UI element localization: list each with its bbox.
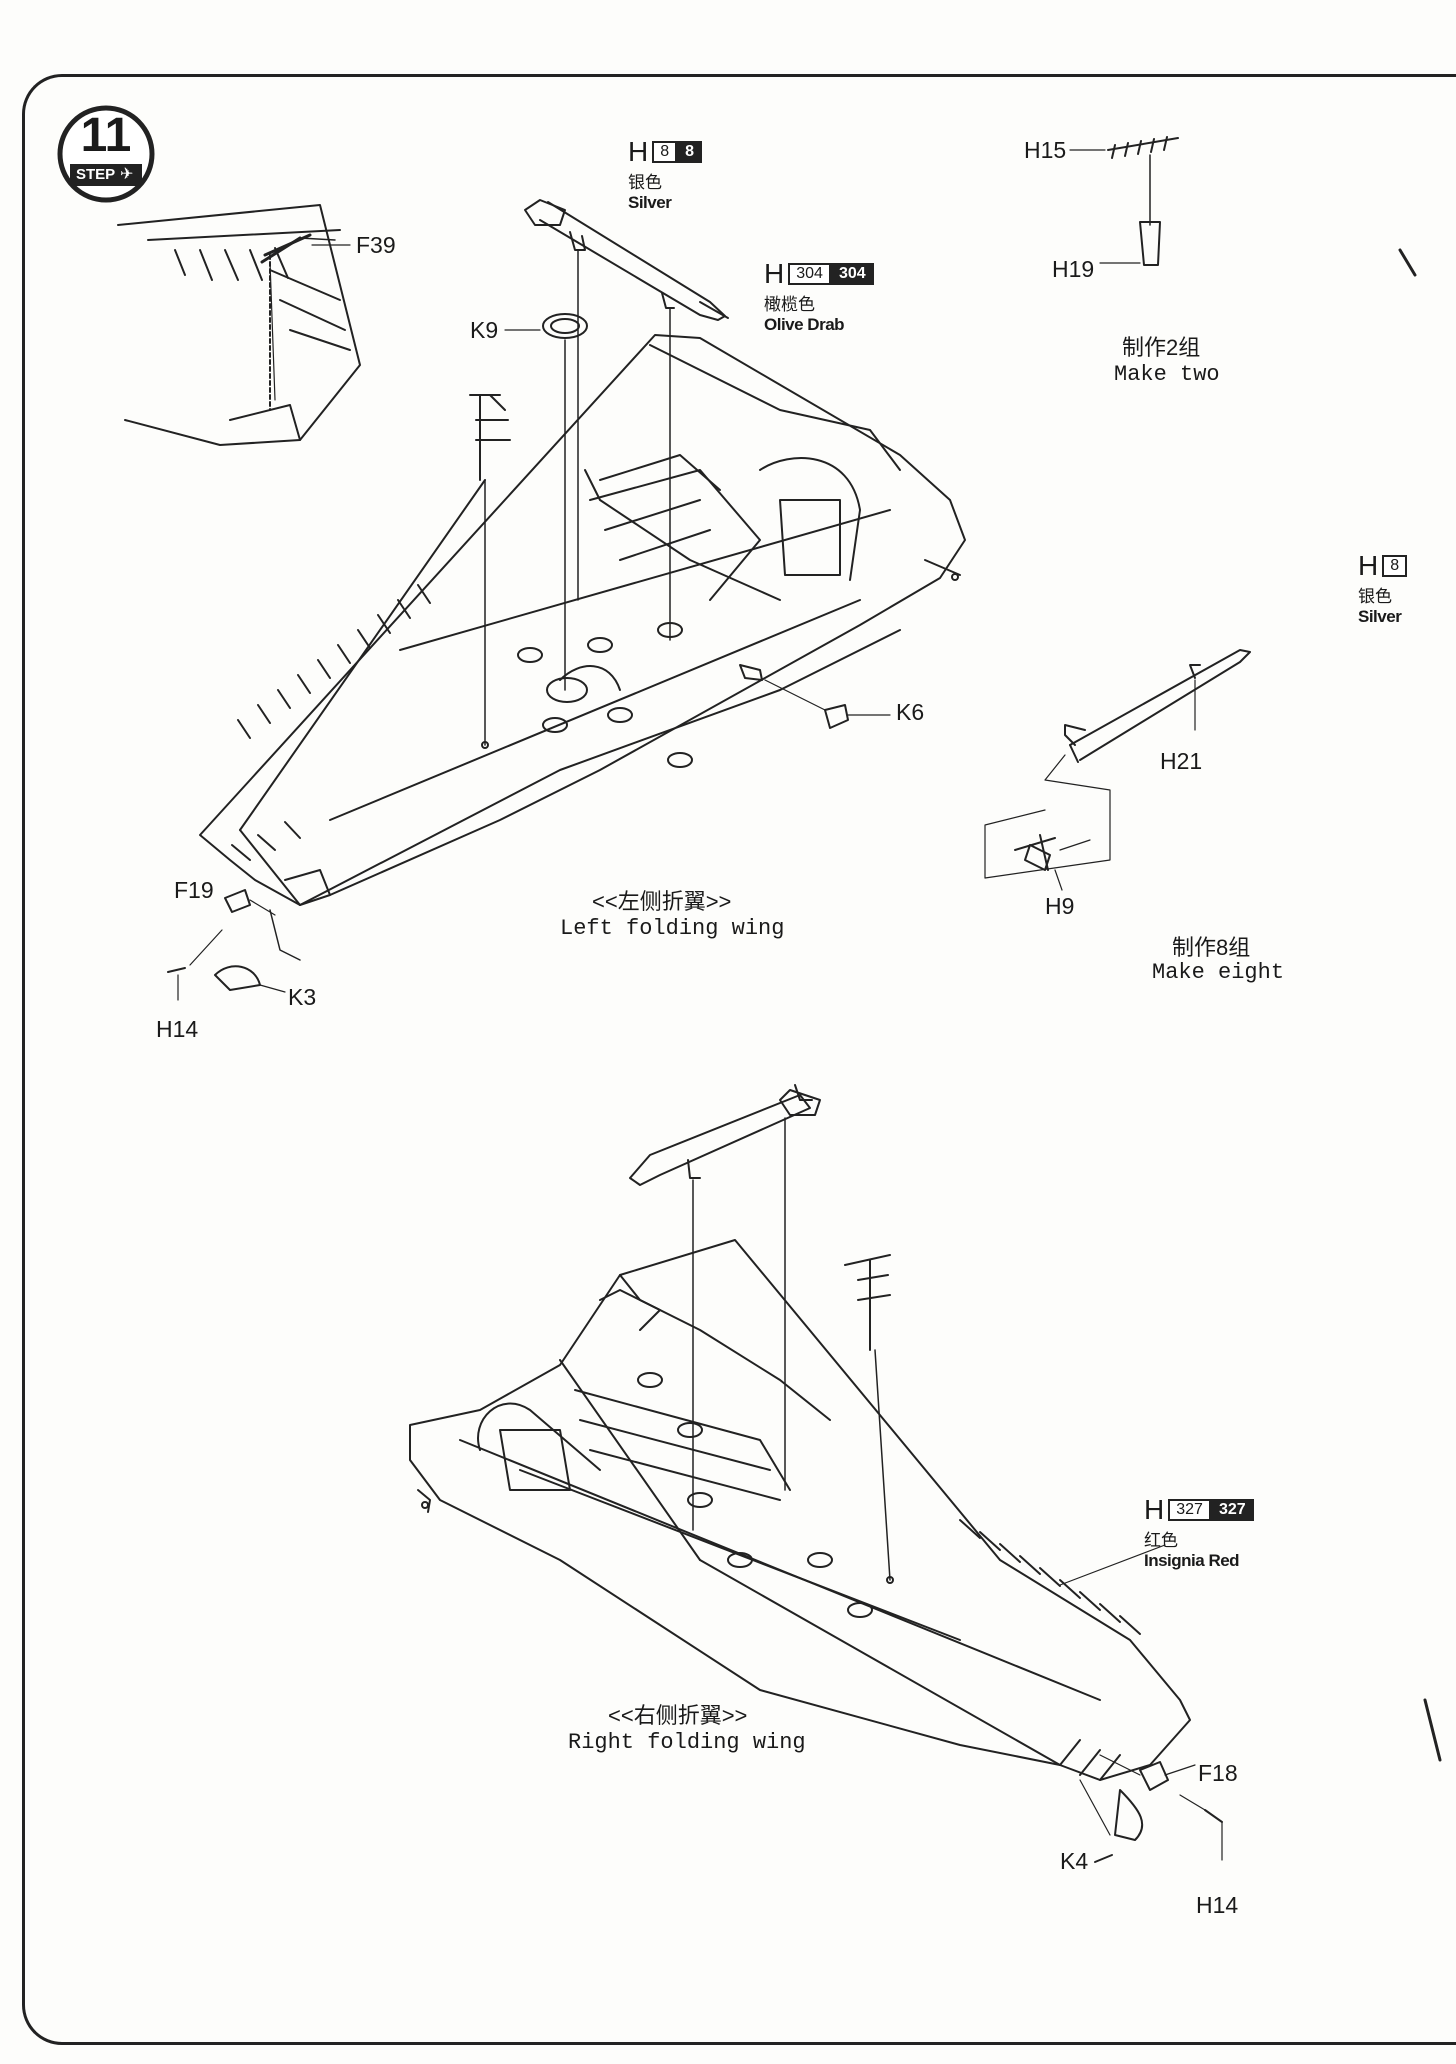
paint-code-box-dark: 304	[830, 263, 874, 285]
caption-left-wing-cn: <<左侧折翼>>	[592, 889, 732, 914]
part-label-k4: K4	[1060, 1848, 1089, 1874]
part-label-f39: F39	[356, 232, 396, 258]
paint-code-box-dark: 8	[677, 141, 703, 163]
step-frame	[22, 74, 1456, 2045]
paint-name-cn: 银色	[1358, 587, 1392, 606]
paint-letter: H	[628, 136, 649, 167]
part-label-k6: K6	[896, 699, 925, 725]
caption-right-wing-en: Right folding wing	[568, 1730, 806, 1755]
caption-left-wing-en: Left folding wing	[560, 916, 785, 941]
paint-code-box: 8	[652, 141, 678, 163]
paint-name-cn: 橄榄色	[764, 295, 815, 314]
paint-letter: H	[764, 258, 785, 289]
part-label-f18: F18	[1198, 1760, 1238, 1786]
h21-h9-parts	[984, 649, 1251, 891]
part-label-h21: H21	[1160, 748, 1203, 774]
paint-name-en: Insignia Red	[1144, 1551, 1240, 1570]
note-make-two-cn: 制作2组	[1122, 335, 1201, 360]
caption-right-wing-cn: <<右侧折翼>>	[608, 1703, 748, 1728]
paint-code-box: 327	[1168, 1499, 1211, 1521]
right-wing-drawing	[409, 1239, 1191, 1781]
part-label-h15: H15	[1024, 137, 1067, 163]
note-make-two-en: Make two	[1114, 362, 1220, 387]
part-label-h19: H19	[1052, 256, 1095, 282]
step-label: STEP	[76, 166, 116, 183]
right-tip-parts	[1079, 1754, 1223, 1863]
missile-assembly-right	[629, 1084, 894, 1584]
paint-name-cn: 银色	[628, 173, 662, 192]
paint-name-en: Silver	[628, 193, 672, 212]
paint-letter: H	[1358, 550, 1379, 581]
part-label-k3: K3	[288, 984, 317, 1010]
paint-name-en: Olive Drab	[764, 315, 845, 334]
part-label-h14-left: H14	[156, 1016, 199, 1042]
part-label-h9: H9	[1045, 893, 1075, 919]
paint-name-cn: 红色	[1144, 1531, 1178, 1550]
paint-code-box-dark: 327	[1210, 1499, 1254, 1521]
paint-code-box: 8	[1382, 555, 1408, 577]
paint-letter: H	[1144, 1494, 1165, 1525]
note-make-eight-cn: 制作8组	[1172, 935, 1251, 960]
part-label-h14-right: H14	[1196, 1892, 1239, 1918]
part-label-k9: K9	[470, 317, 499, 343]
wing-tip-detail	[117, 204, 361, 446]
f39-part	[263, 233, 312, 257]
paint-name-en: Silver	[1358, 607, 1402, 626]
step-badge: 11 STEP ✈	[56, 104, 156, 204]
paint-code-box: 304	[788, 263, 831, 285]
step-number: 11	[80, 109, 132, 162]
note-make-eight-en: Make eight	[1152, 960, 1285, 985]
h15-h19-parts	[1069, 136, 1179, 266]
left-tip-parts	[167, 889, 301, 1001]
missile-assembly-left	[469, 199, 729, 749]
part-label-f19: F19	[174, 877, 214, 903]
k6-part	[764, 679, 891, 729]
airplane-icon: ✈	[120, 166, 134, 183]
left-wing-drawing	[199, 334, 966, 906]
